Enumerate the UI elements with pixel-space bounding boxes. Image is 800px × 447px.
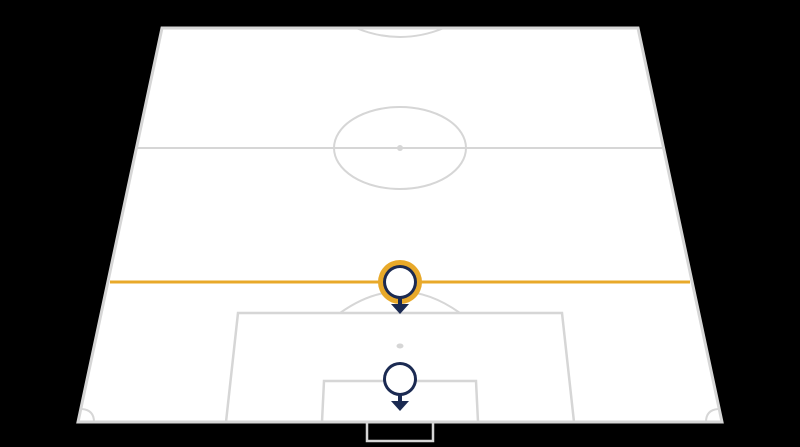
- player-marker-1[interactable]: [378, 260, 422, 314]
- penalty-spot: [396, 343, 404, 349]
- direction-stem: [398, 296, 402, 304]
- goal: [365, 422, 435, 443]
- player-marker-2[interactable]: [383, 362, 417, 411]
- direction-stem: [398, 393, 402, 401]
- direction-arrow-down-icon: [391, 304, 409, 314]
- centre-spot: [397, 145, 403, 151]
- pitch-surface: [76, 26, 724, 424]
- direction-arrow-down-icon: [391, 401, 409, 411]
- player-circle-inner: [386, 268, 414, 296]
- corner-arc-left: [81, 408, 95, 423]
- player-circle-inner: [386, 365, 414, 393]
- corner-arc-right: [705, 408, 719, 423]
- far-penalty-arc: [355, 27, 445, 38]
- centre-circle: [333, 106, 467, 190]
